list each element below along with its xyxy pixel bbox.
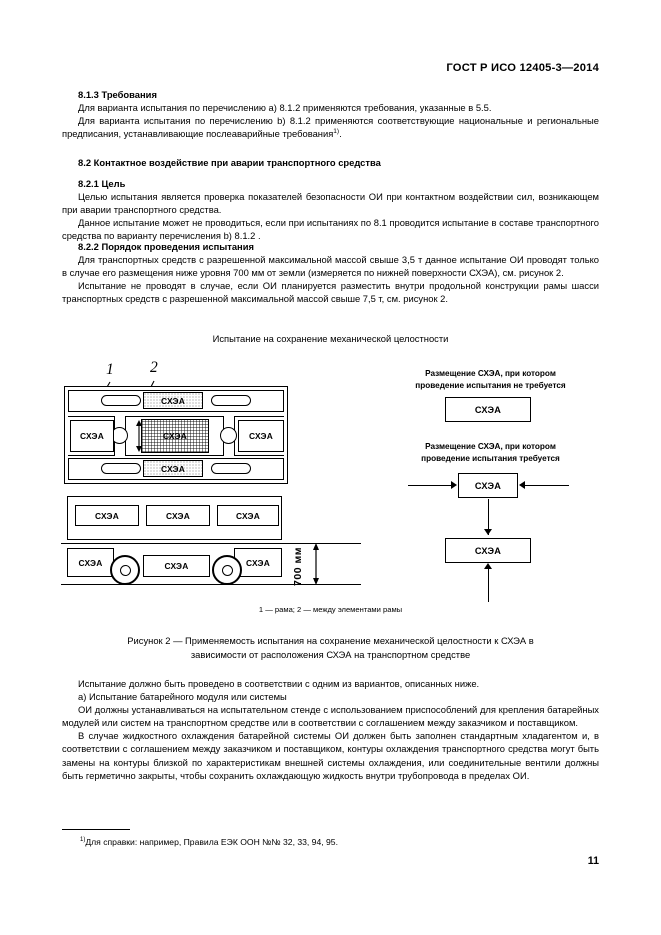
- document-header: ГОСТ Р ИСО 12405-3—2014: [446, 62, 599, 74]
- footnote-ref: 1): [333, 128, 340, 136]
- case-not-required-title-line2: проведение испытания не требуется: [415, 380, 566, 390]
- side-view-upper-box-2: СХЭА: [146, 505, 210, 526]
- top-view-box-front: СХЭА: [143, 392, 203, 409]
- case-not-required-box: СХЭА: [445, 397, 531, 422]
- side-view-upper-box-3: СХЭА: [217, 505, 279, 526]
- heading-8-2: 8.2 Контактное воздействие при аварии тр…: [78, 157, 381, 168]
- footnote-separator: [62, 829, 130, 830]
- case-required-box-2: СХЭА: [445, 538, 531, 563]
- side-view-lower-box-left: СХЭА: [67, 548, 114, 577]
- footnote-mark: 1): [80, 837, 86, 843]
- dimension-arrow-700mm: [313, 543, 319, 585]
- gap-dimension-arrows: [136, 420, 142, 452]
- chassis-top-view: СХЭА СХЭА СХЭА СХЭА: [64, 386, 288, 484]
- axle-pill-front-left: [101, 395, 141, 406]
- section-8-1-3: 8.1.3 Требования Для варианта испытания …: [62, 88, 599, 140]
- figure-caption-line2: зависимости от расположения СХЭА на тран…: [190, 649, 471, 660]
- top-view-box-center-inside-frame: СХЭА: [141, 419, 209, 453]
- axle-pill-rear-left: [101, 463, 141, 474]
- top-view-box-right: СХЭА: [238, 420, 284, 452]
- differential-rear: [220, 427, 237, 444]
- page-number: 11: [587, 855, 599, 867]
- axle-pill-rear-right: [211, 463, 251, 474]
- dimension-label-700mm: 700 мм: [292, 547, 304, 586]
- impact-arrow-up-line: [488, 568, 489, 602]
- para-8-2-1-1: Целью испытания является проверка показа…: [62, 191, 599, 216]
- vehicle-side-view: СХЭА СХЭА СХЭА СХЭА СХЭА СХЭА 700 мм: [61, 496, 361, 598]
- para-8-1-3-2: Для варианта испытания по перечислению b…: [62, 114, 599, 140]
- callout-label-1: 1: [106, 361, 114, 378]
- front-wheel: [110, 555, 140, 585]
- section-after-figure: Испытание должно быть проведено в соотве…: [62, 677, 599, 782]
- side-view-upper-box-1: СХЭА: [75, 505, 139, 526]
- top-view-box-left: СХЭА: [70, 420, 114, 452]
- case-required-title-line2: проведение испытания требуется: [421, 453, 560, 463]
- figure-inline-title: Испытание на сохранение механической цел…: [212, 333, 449, 344]
- para-8-2-2-1: Для транспортных средств с разрешенной м…: [62, 254, 599, 279]
- case-required-title: Размещение СХЭА, при котором проведение …: [382, 441, 599, 464]
- para-8-1-3-2-tail: .: [339, 128, 342, 140]
- section-8-2-1: 8.2.1 Цель Целью испытания является пров…: [62, 177, 599, 242]
- impact-arrow-up-head: [484, 563, 492, 569]
- side-view-lower-box-center: СХЭА: [143, 555, 210, 577]
- ground-line: [61, 584, 361, 585]
- para-8-2-1-2: Данное испытание может не проводиться, е…: [62, 217, 599, 242]
- para-8-1-3-1: Для варианта испытания по перечислению a…: [78, 102, 492, 114]
- para-8-1-3-2-text: Для варианта испытания по перечислению b…: [62, 115, 599, 140]
- impact-arrow-left-head: [451, 481, 457, 489]
- heading-8-1-3: 8.1.3 Требования: [78, 89, 157, 100]
- page-content: ГОСТ Р ИСО 12405-3—2014 8.1.3 Требования…: [61, 0, 599, 935]
- impact-arrow-right-line: [525, 485, 569, 486]
- impact-arrow-down-head: [484, 529, 492, 535]
- para-after-3: ОИ должны устанавливаться на испытательн…: [62, 704, 599, 729]
- heading-8-2-2: 8.2.2 Порядок проведения испытания: [78, 241, 254, 252]
- para-after-1: Испытание должно быть проведено в соотве…: [78, 678, 480, 689]
- impact-arrow-left-line: [408, 485, 452, 486]
- figure-caption-line1: Рисунок 2 — Применяемость испытания на с…: [127, 635, 534, 646]
- section-8-2: 8.2 Контактное воздействие при аварии тр…: [62, 156, 599, 169]
- case-required-title-line1: Размещение СХЭА, при котором: [425, 442, 556, 451]
- callout-label-2: 2: [150, 359, 158, 376]
- heading-8-2-1: 8.2.1 Цель: [78, 178, 126, 189]
- case-required-box-1: СХЭА: [458, 473, 518, 498]
- section-8-2-2: 8.2.2 Порядок проведения испытания Для т…: [62, 240, 599, 305]
- para-8-2-2-2: Испытание не проводят в случае, если ОИ …: [62, 280, 599, 305]
- frame-reference-line: [61, 543, 361, 544]
- rear-wheel: [212, 555, 242, 585]
- para-after-2: a) Испытание батарейного модуля или сист…: [78, 691, 287, 703]
- impact-arrow-right-head: [519, 481, 525, 489]
- side-view-lower-box-right: СХЭА: [234, 548, 282, 577]
- figure-legend: 1 — рама; 2 — между элементами рамы: [258, 605, 403, 614]
- footnote-body: Для справки: например, Правила ЕЭК ООН №…: [85, 836, 338, 847]
- case-not-required-title: Размещение СХЭА, при котором проведение …: [382, 368, 599, 391]
- impact-arrow-down-line: [488, 499, 489, 535]
- axle-pill-front-right: [211, 395, 251, 406]
- figure-2-diagram: 1 2 СХЭА СХЭА СХЭА: [61, 359, 599, 623]
- top-view-box-rear: СХЭА: [143, 460, 203, 477]
- para-after-4: В случае жидкостного охлаждения батарейн…: [62, 730, 599, 781]
- case-not-required-title-line1: Размещение СХЭА, при котором: [425, 369, 556, 378]
- placement-cases-column: Размещение СХЭА, при котором проведение …: [382, 368, 599, 608]
- footnote-text: 1)Для справки: например, Правила ЕЭК ООН…: [62, 834, 599, 848]
